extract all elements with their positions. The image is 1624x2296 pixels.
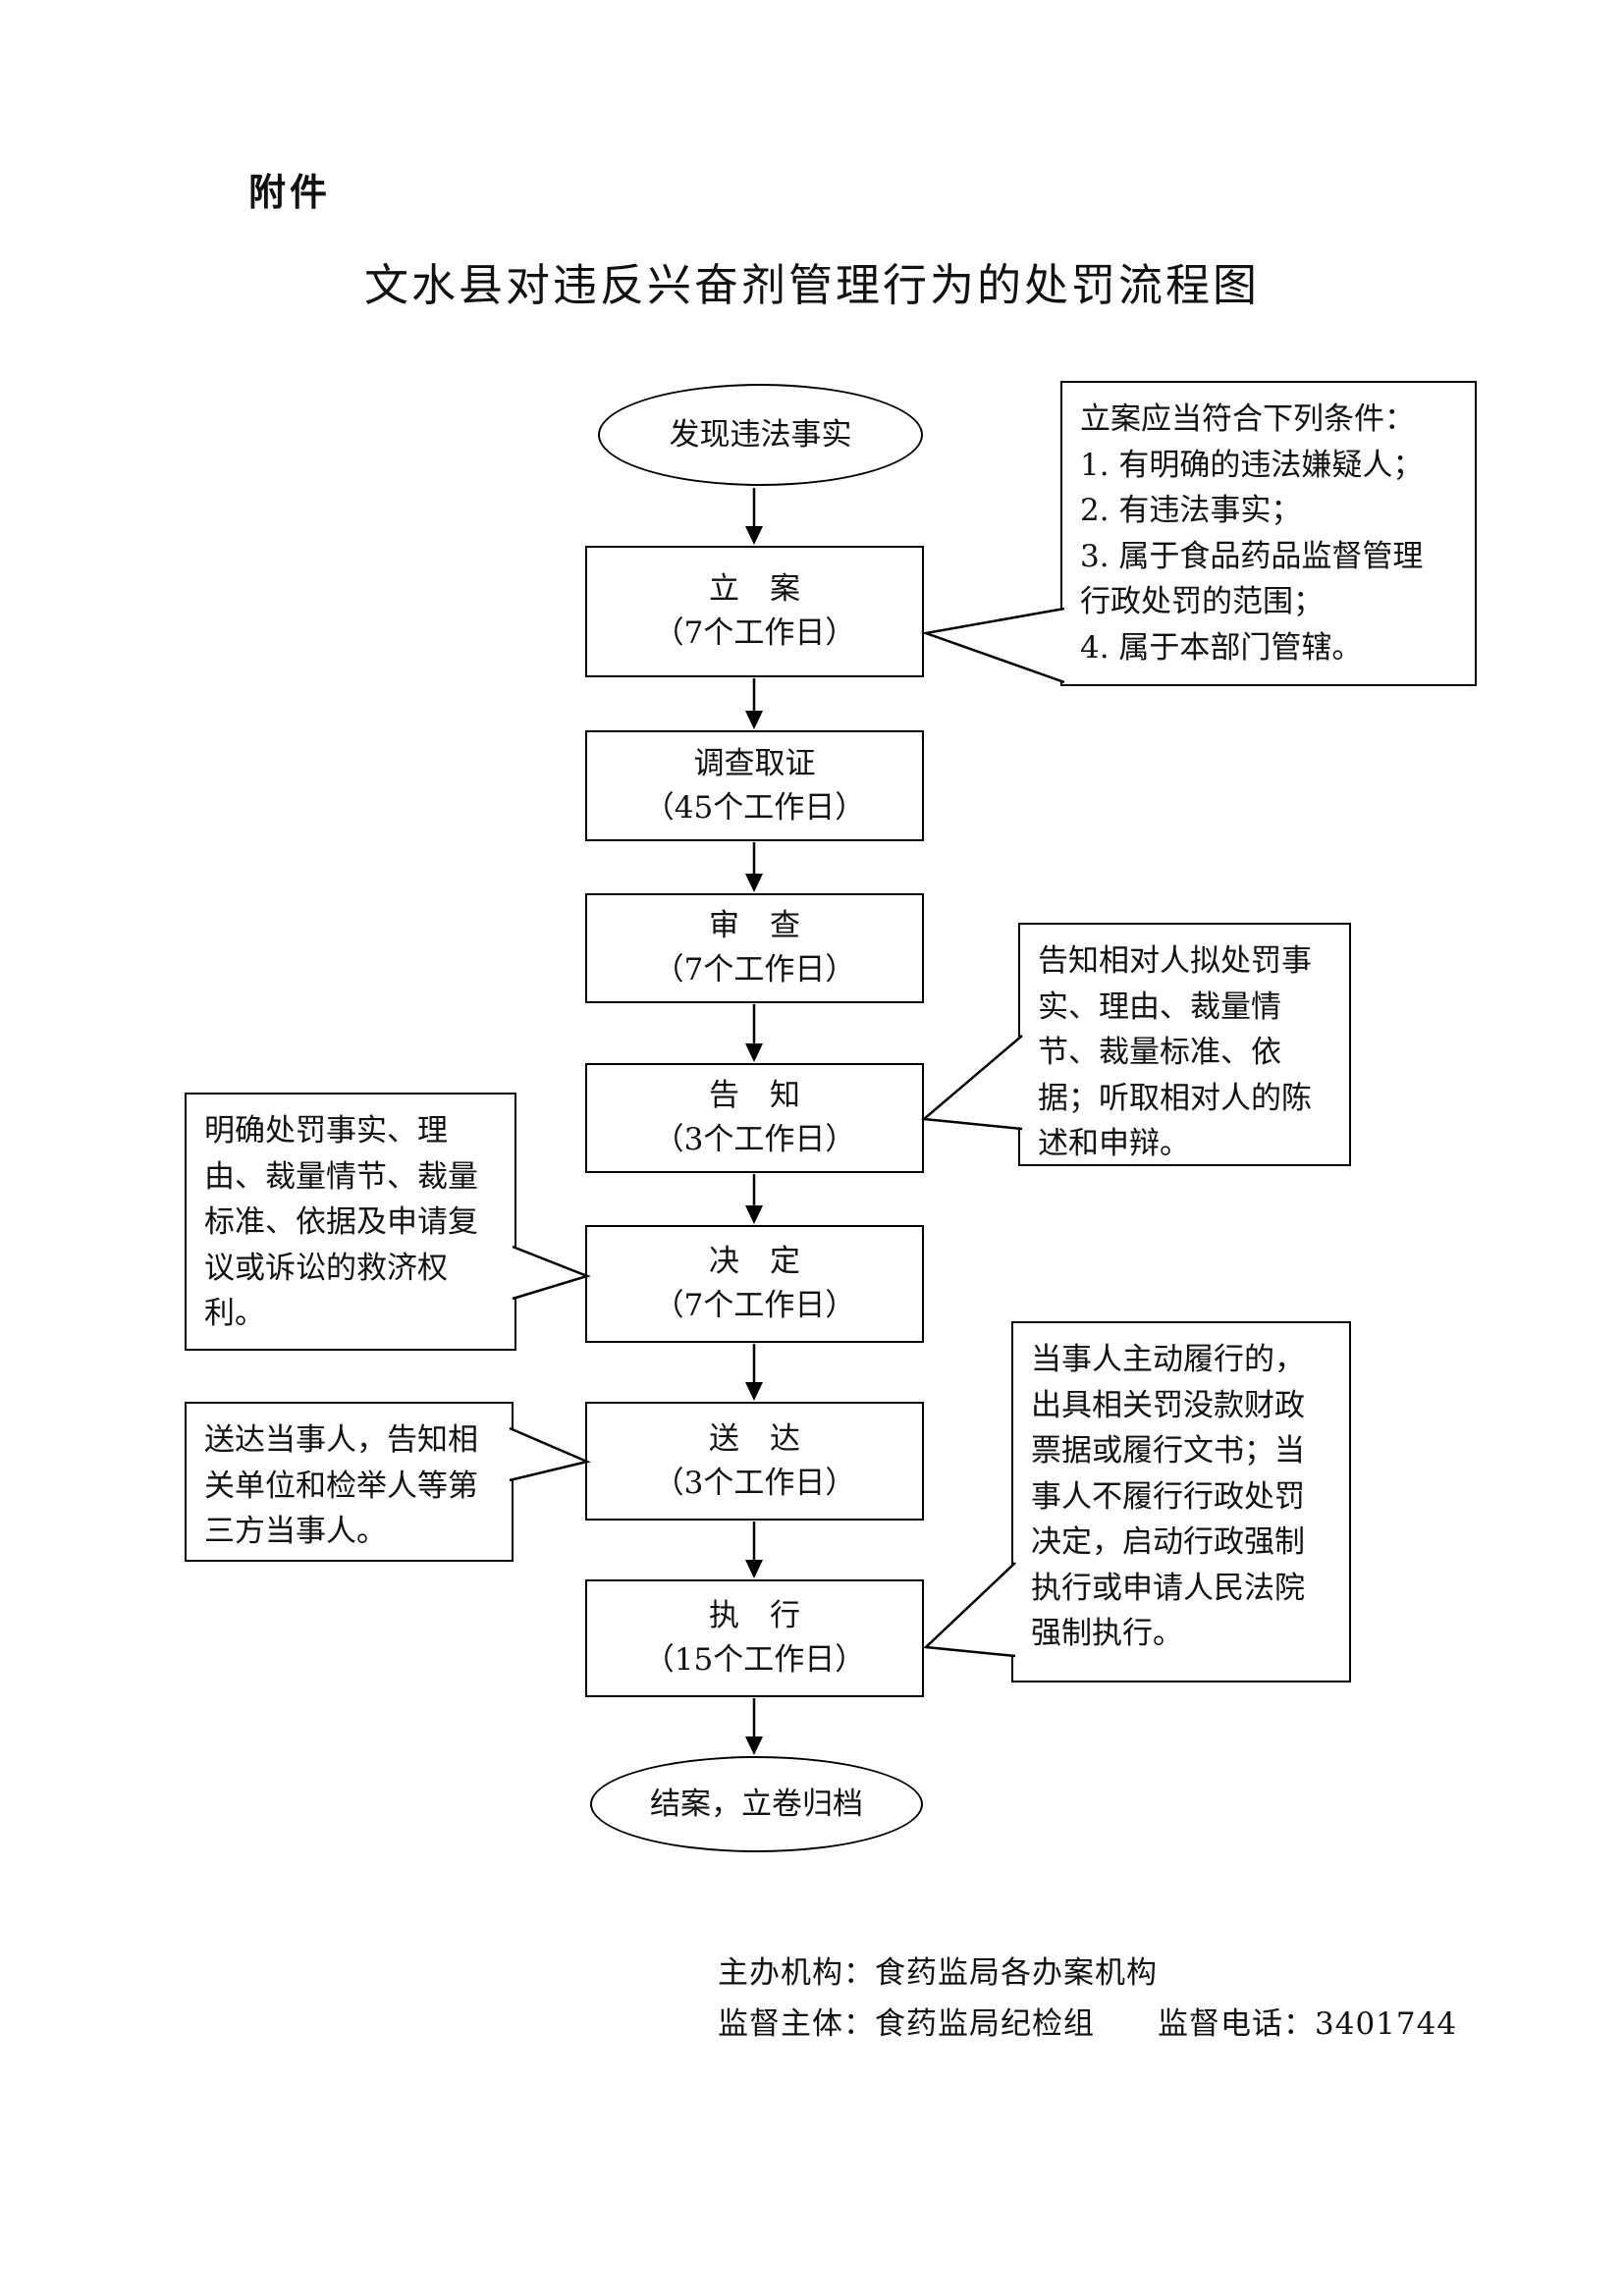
flow-node-delivery: 送 达 （3个工作日） [585, 1402, 924, 1521]
flow-node-execution: 执 行 （15个工作日） [585, 1579, 924, 1697]
node-label: 立 案 [709, 571, 800, 608]
callout-text: 告知相对人拟处罚事实、理由、裁量情节、裁量标准、依据；听取相对人的陈述和申辩。 [1038, 943, 1312, 1161]
callout-pointer [920, 1035, 1023, 1131]
node-label: 告 知 [709, 1078, 800, 1114]
flow-node-investigation: 调查取证 （45个工作日） [585, 730, 924, 841]
flow-arrow [745, 842, 763, 892]
node-duration: （3个工作日） [653, 1465, 856, 1501]
node-label: 发现违法事实 [669, 416, 852, 453]
callout-text: 明确处罚事实、理由、裁量情节、裁量标准、依据及申请复议或诉讼的救济权利。 [204, 1113, 478, 1331]
node-duration: （7个工作日） [653, 952, 856, 988]
callout-decision-note: 明确处罚事实、理由、裁量情节、裁量标准、依据及申请复议或诉讼的救济权利。 [185, 1093, 516, 1351]
footer-supervisor: 监督主体：食药监局纪检组 监督电话：3401744 [718, 2006, 1458, 2042]
node-label: 执 行 [709, 1598, 800, 1634]
node-label: 决 定 [709, 1244, 800, 1280]
callout-pointer [512, 1245, 591, 1301]
callout-delivery-note: 送达当事人，告知相关单位和检举人等第三方当事人。 [185, 1402, 514, 1562]
callout-pointer [509, 1426, 591, 1482]
node-duration: （15个工作日） [643, 1642, 866, 1678]
callout-text: 当事人主动履行的，出具相关罚没款财政票据或履行文书；当事人不履行行政处罚决定，启… [1031, 1342, 1305, 1651]
flow-node-decision: 决 定 （7个工作日） [585, 1225, 924, 1343]
flow-node-end: 结案，立卷归档 [590, 1756, 923, 1852]
callout-filing-conditions: 立案应当符合下列条件： 1. 有明确的违法嫌疑人； 2. 有违法事实； 3. 属… [1060, 381, 1477, 686]
callout-pointer [921, 607, 1065, 684]
flow-arrow [745, 1174, 763, 1224]
flow-node-start: 发现违法事实 [598, 384, 923, 486]
footer-organizer: 主办机构：食药监局各办案机构 [718, 1955, 1158, 1991]
flow-node-notification: 告 知 （3个工作日） [585, 1063, 924, 1173]
callout-execution-note: 当事人主动履行的，出具相关罚没款财政票据或履行文书；当事人不履行行政处罚决定，启… [1011, 1321, 1351, 1682]
callout-text: 立案应当符合下列条件： 1. 有明确的违法嫌疑人； 2. 有违法事实； 3. 属… [1080, 401, 1424, 666]
callout-text: 送达当事人，告知相关单位和检举人等第三方当事人。 [204, 1422, 478, 1549]
flow-node-filing: 立 案 （7个工作日） [585, 546, 924, 677]
callout-pointer [923, 1562, 1016, 1658]
page-title: 文水县对违反兴奋剂管理行为的处罚流程图 [363, 259, 1260, 311]
attachment-label: 附件 [248, 170, 332, 214]
node-label: 审 查 [709, 908, 800, 944]
flow-arrow [745, 678, 763, 729]
node-duration: （7个工作日） [653, 1288, 856, 1323]
flow-arrow [745, 1004, 763, 1062]
flow-arrow [745, 1522, 763, 1578]
callout-notify-note: 告知相对人拟处罚事实、理由、裁量情节、裁量标准、依据；听取相对人的陈述和申辩。 [1018, 923, 1351, 1166]
node-duration: （3个工作日） [653, 1122, 856, 1157]
node-duration: （7个工作日） [653, 615, 856, 651]
flow-arrow [745, 1344, 763, 1401]
flow-arrow [745, 1698, 763, 1755]
node-label: 结案，立卷归档 [650, 1786, 863, 1822]
node-duration: （45个工作日） [643, 789, 866, 826]
flow-node-review: 审 查 （7个工作日） [585, 893, 924, 1003]
flow-arrow [745, 488, 763, 545]
node-label: 调查取证 [693, 745, 816, 781]
node-label: 送 达 [709, 1420, 800, 1457]
